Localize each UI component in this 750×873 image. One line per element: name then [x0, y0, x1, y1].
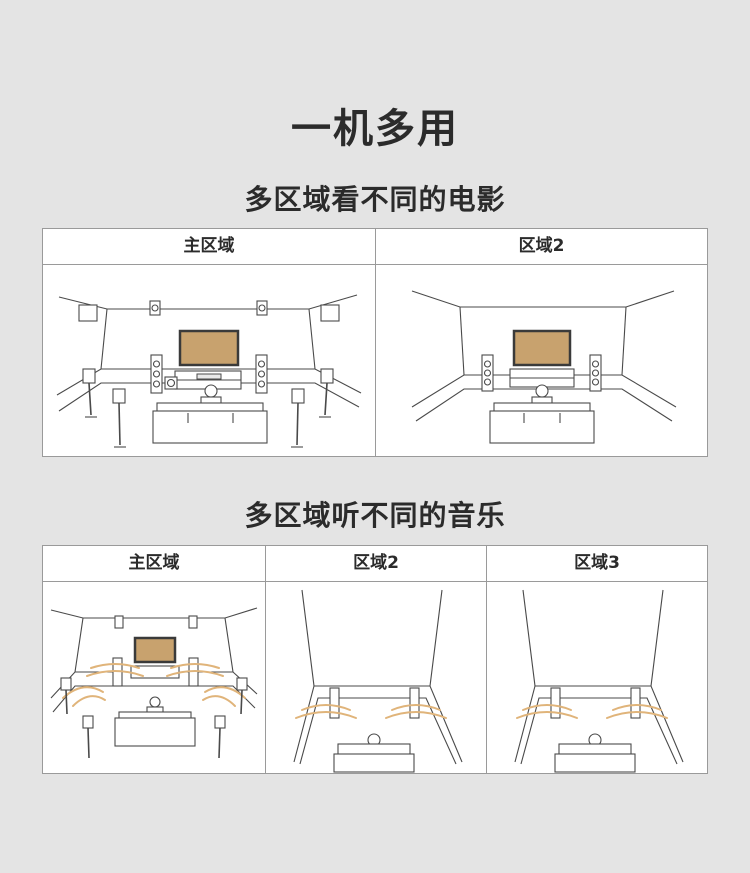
music-main-zone-panel: 主区域 — [42, 545, 266, 774]
home-theater-room-illustration — [56, 294, 362, 448]
music-zone2-panel: 区域2 — [265, 545, 487, 774]
movies-zone2-panel: 区域2 — [375, 228, 708, 457]
movies-section-title: 多区域看不同的电影 — [244, 183, 506, 216]
music-zone3-panel: 区域3 — [486, 545, 708, 774]
music-zone2-label: 区域2 — [266, 546, 486, 582]
music-main-room-illustration — [50, 607, 258, 759]
movies-zone2-label: 区域2 — [376, 229, 707, 265]
music-main-zone-label: 主区域 — [43, 546, 265, 582]
music-zone2-room-illustration — [293, 589, 463, 773]
page-title: 一机多用 — [291, 106, 459, 152]
music-zone3-label: 区域3 — [487, 546, 707, 582]
movies-main-zone-label: 主区域 — [43, 229, 375, 265]
zone2-room-illustration — [411, 290, 677, 444]
movies-main-zone-panel: 主区域 — [42, 228, 376, 457]
music-section-title: 多区域听不同的音乐 — [244, 499, 506, 532]
music-zone3-room-illustration — [514, 589, 684, 773]
